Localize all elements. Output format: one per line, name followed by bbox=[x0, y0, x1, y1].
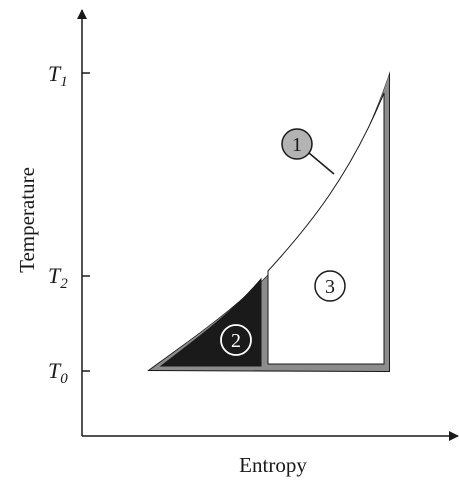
region-3-outline bbox=[267, 92, 385, 365]
callout-3-label: 3 bbox=[325, 276, 335, 298]
callout-1-leader bbox=[308, 152, 335, 175]
x-axis-label: Entropy bbox=[239, 453, 307, 477]
tick-label-t0: T0 bbox=[48, 358, 68, 387]
callout-3: 3 bbox=[314, 270, 346, 302]
tick-label-t1: T1 bbox=[48, 61, 68, 90]
callout-1-circle bbox=[281, 128, 313, 160]
region-3 bbox=[268, 93, 384, 364]
callout-1: 1 bbox=[281, 128, 313, 160]
tick-label-t2: T2 bbox=[48, 263, 68, 292]
y-axis-label: Temperature bbox=[15, 167, 39, 273]
callout-2-circle bbox=[220, 324, 252, 356]
callout-3-circle bbox=[314, 270, 346, 302]
callout-2-label: 2 bbox=[231, 330, 241, 352]
callout-1-label: 1 bbox=[292, 134, 302, 156]
region-2-outline bbox=[159, 277, 262, 367]
callout-2: 2 bbox=[220, 324, 252, 356]
